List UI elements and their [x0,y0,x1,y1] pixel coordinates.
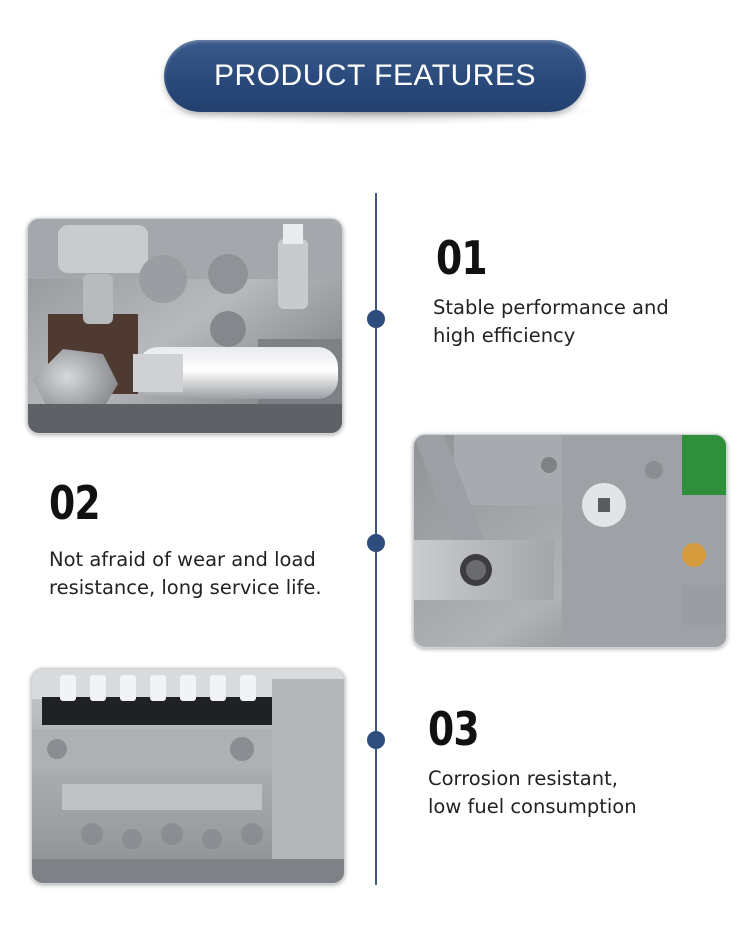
feature-text-2: Not afraid of wear and load resistance, … [49,548,322,599]
feature-photo-1 [27,218,343,434]
feature-text-3: Corrosion resistant, low fuel consumptio… [428,767,637,818]
timeline-dot-2 [367,534,385,552]
timeline-dot-1 [367,310,385,328]
feature-number-3: 03 [428,702,480,756]
injection-pump-photo [32,669,344,883]
pump-fitting-photo [28,219,342,433]
feature-number-1: 01 [436,231,488,285]
feature-text-1: Stable performance and high efficiency [433,296,669,347]
timeline-dot-3 [367,731,385,749]
feature-photo-2 [413,434,727,648]
feature-number-2: 02 [49,476,101,530]
governor-linkage-photo [414,435,726,647]
product-features-banner: PRODUCT FEATURES [164,40,586,112]
feature-photo-3 [31,668,345,884]
